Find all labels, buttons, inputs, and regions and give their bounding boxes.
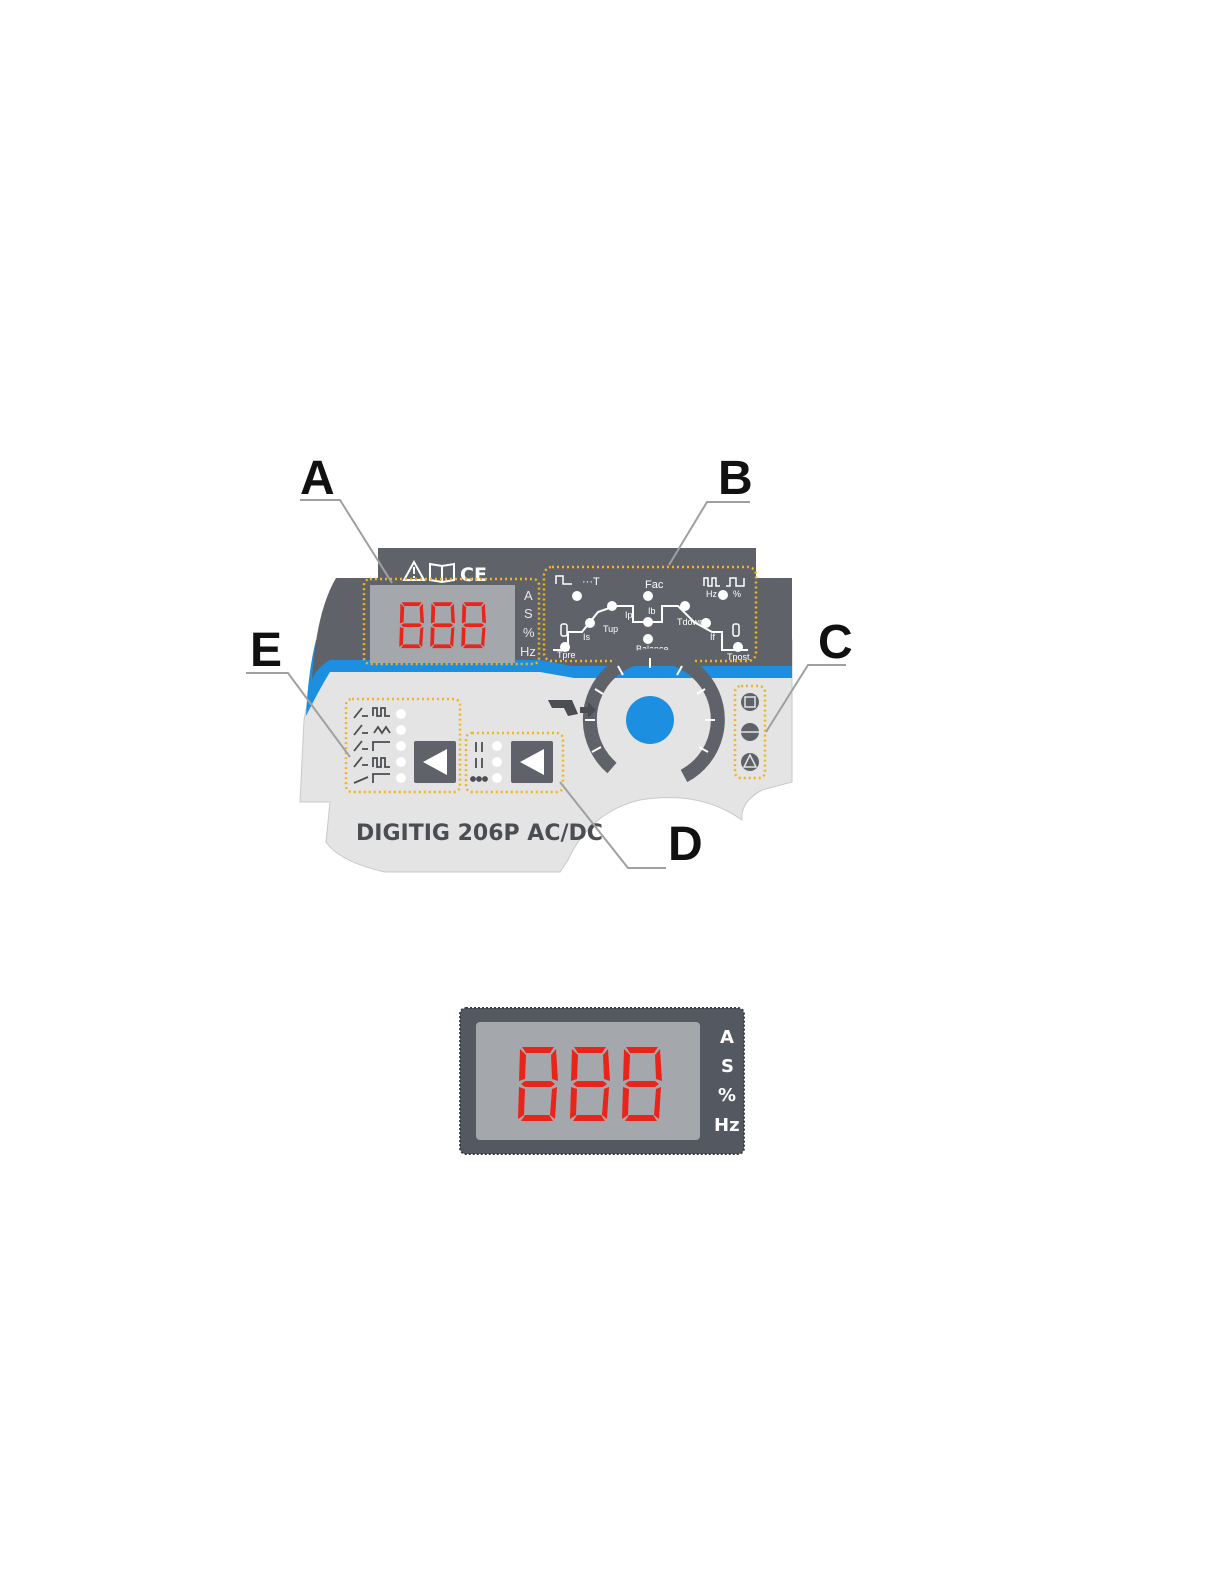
ib-label: Ib	[648, 606, 656, 616]
unit-hertz: Hz	[520, 644, 536, 659]
detail-unit-seconds: S	[721, 1056, 734, 1077]
knob-cap[interactable]	[626, 696, 674, 744]
fac-label: Fac	[645, 579, 664, 591]
power-icon	[741, 693, 759, 711]
dots-t-label: ···T	[582, 576, 600, 588]
ce-mark: CE	[460, 564, 487, 586]
callout-b: B	[718, 452, 753, 505]
hz-small-label: Hz	[706, 589, 717, 599]
detail-unit-percent: %	[718, 1085, 736, 1106]
process-select-button[interactable]	[414, 741, 456, 783]
unit-percent: %	[523, 625, 535, 640]
percent-small-label: %	[733, 589, 741, 599]
detail-unit-hertz: Hz	[714, 1115, 740, 1136]
ip-label: Ip	[625, 610, 633, 620]
callout-d: D	[668, 818, 703, 871]
mode-leds	[492, 741, 502, 783]
model-name: DIGITIG 206P AC/DC	[356, 821, 603, 846]
unit-amps: A	[524, 588, 533, 603]
tdown-label: Tdown	[677, 617, 704, 627]
is-label: Is	[583, 632, 591, 642]
detail-unit-amps: A	[720, 1027, 734, 1048]
callout-c: C	[818, 616, 853, 669]
tpre-label: Tpre	[557, 650, 576, 660]
if-label: If	[710, 632, 716, 642]
callout-e: E	[250, 624, 282, 677]
callout-a: A	[300, 452, 335, 505]
unit-seconds: S	[524, 606, 533, 621]
tup-label: Tup	[603, 624, 618, 634]
display-detail: A S % Hz	[460, 1008, 744, 1154]
control-panel: CE A S % Hz	[300, 548, 792, 872]
mode-select-button[interactable]	[511, 741, 553, 783]
